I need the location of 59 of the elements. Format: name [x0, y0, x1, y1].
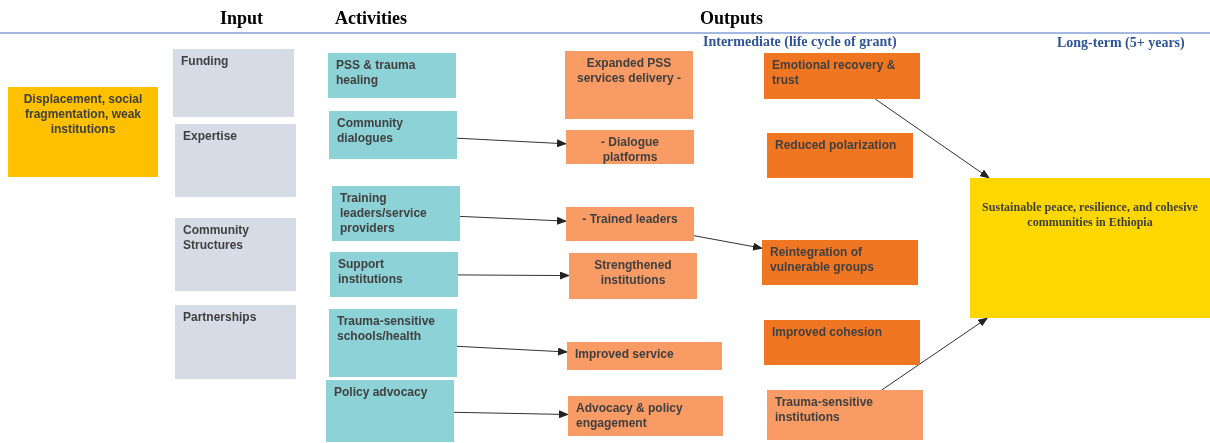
- output-box: [566, 130, 694, 164]
- node-text: Strengthened institutions: [593, 258, 673, 288]
- impact-box: [970, 178, 1210, 318]
- arrow: [874, 98, 990, 179]
- column-heading: Input: [220, 8, 264, 29]
- node-text: Improved service: [575, 347, 674, 362]
- activity-box: [330, 252, 458, 297]
- activity-box: [329, 111, 457, 159]
- node-text: Community dialogues: [337, 116, 404, 146]
- output-box: [567, 342, 722, 370]
- section-heading: Long-term (5+ years): [1057, 35, 1185, 51]
- node-text: Expertise: [183, 129, 238, 144]
- activity-box: [329, 309, 457, 377]
- arrow: [457, 271, 570, 280]
- node-text: Displacement, social fragmentation, weak institutions: [22, 92, 144, 137]
- node-text: Advocacy & policy engagement: [576, 401, 684, 431]
- column-heading: Activities: [335, 8, 407, 29]
- activity-box: [332, 186, 460, 241]
- input-box: [173, 49, 294, 117]
- output-box: [767, 390, 923, 440]
- node-text: Emotional recovery & trust: [772, 58, 897, 88]
- arrow: [456, 345, 568, 356]
- node-text: Expanded PSS services delivery -: [575, 56, 683, 86]
- activity-box: [326, 380, 454, 442]
- node-text: Support institutions: [338, 257, 404, 287]
- input-box: [175, 124, 296, 197]
- outcome-box: [764, 320, 920, 365]
- node-text: - Dialogue platforms: [600, 135, 660, 165]
- node-text: Improved cohesion: [772, 325, 883, 340]
- node-text: - Trained leaders: [582, 212, 678, 227]
- arrow: [459, 215, 567, 225]
- node-text: Reintegration of vulnerable groups: [770, 245, 876, 275]
- node-text: Trauma-sensitive schools/health: [337, 314, 437, 344]
- node-text: Partnerships: [183, 310, 257, 325]
- output-box: [568, 396, 723, 436]
- node-text: Trauma-sensitive institutions: [775, 395, 875, 425]
- arrow: [453, 410, 569, 419]
- node-text: Funding: [181, 54, 229, 69]
- arrow: [456, 137, 567, 148]
- node-text: Training leaders/service providers: [340, 191, 428, 236]
- output-box: [565, 51, 693, 119]
- node-text: Community Structures: [183, 223, 250, 253]
- node-text: Policy advocacy: [334, 385, 428, 400]
- outcome-box: [767, 133, 913, 178]
- problem-box: [8, 87, 158, 177]
- node-text: PSS & trauma healing: [336, 58, 417, 88]
- activity-box: [328, 53, 456, 98]
- column-heading: Outputs: [700, 8, 764, 29]
- output-box: [569, 253, 697, 299]
- section-heading: Intermediate (life cycle of grant): [703, 34, 897, 50]
- arrow: [693, 235, 763, 251]
- input-box: [175, 218, 296, 291]
- node-text: Sustainable peace, resilience, and cohesive communities in Ethiopia: [981, 200, 1199, 230]
- outcome-box: [762, 240, 918, 285]
- outcome-box: [764, 53, 920, 99]
- node-text: Reduced polarization: [775, 138, 897, 153]
- input-box: [175, 305, 296, 379]
- arrow: [881, 317, 989, 391]
- output-box: [566, 207, 694, 241]
